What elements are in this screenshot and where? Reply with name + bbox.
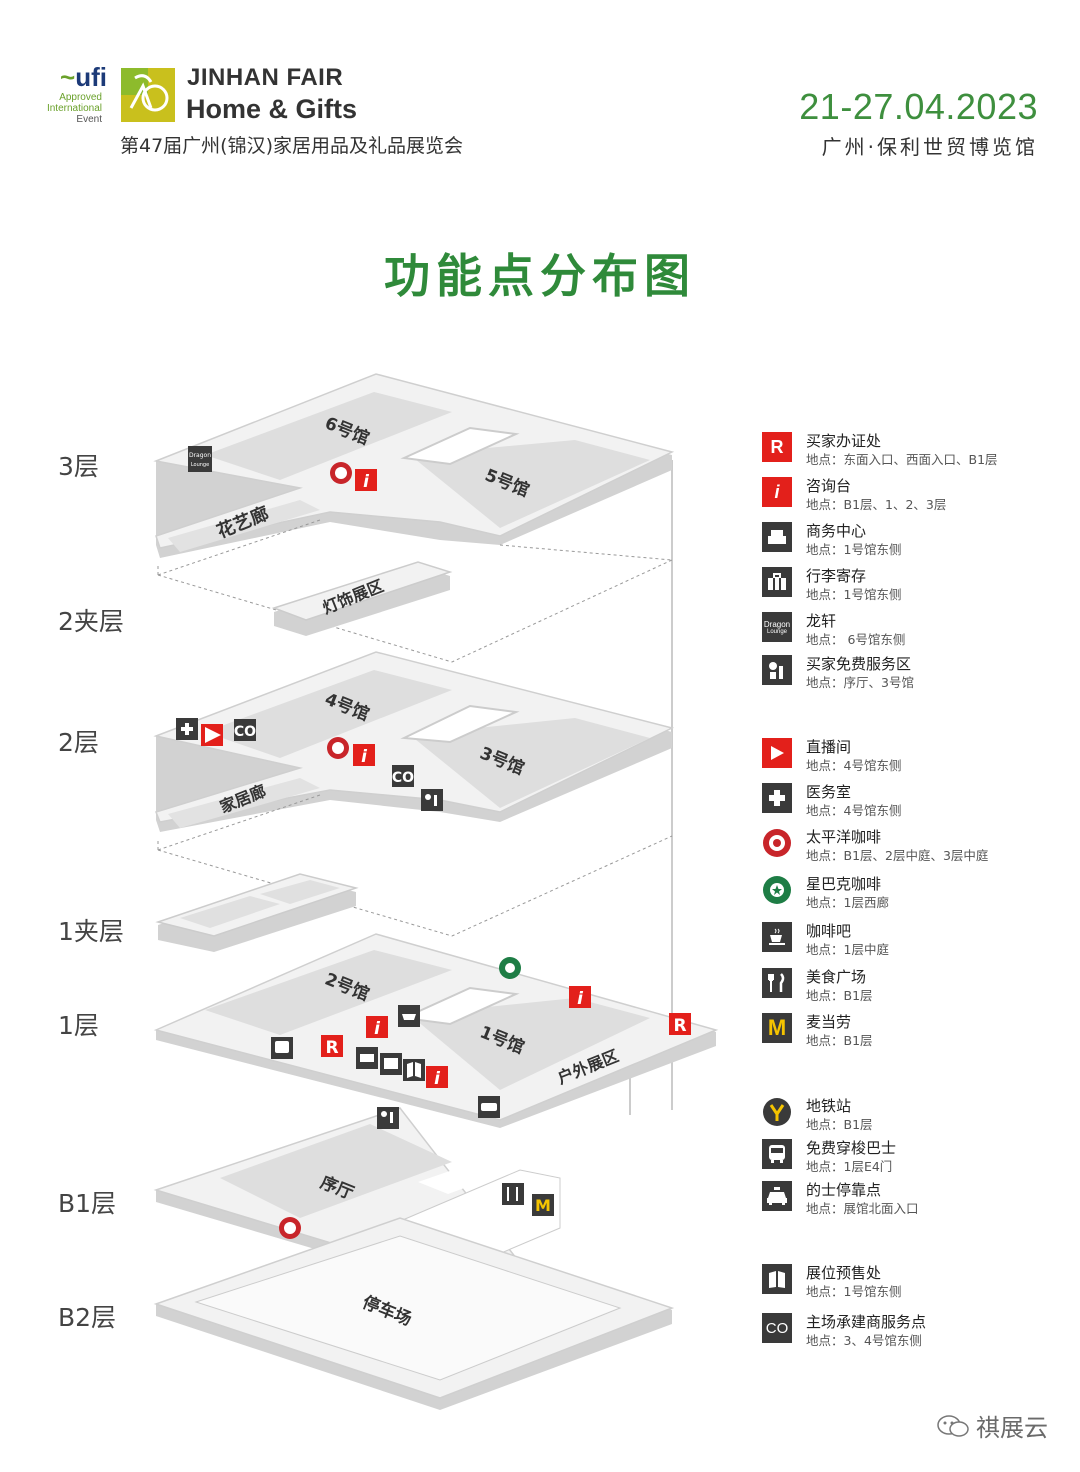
taxi-icon	[762, 1181, 792, 1211]
floor-label-3: 3层	[58, 452, 99, 481]
fair-subtitle: 第47届广州(锦汉)家居用品及礼品展览会	[120, 135, 464, 157]
floor-label-b1: B1层	[58, 1189, 117, 1218]
watermark: 祺展云	[936, 1408, 1048, 1444]
legend-item-live-stream: 直播间 地点：4号馆东侧	[762, 736, 1072, 776]
floor-1: 2号馆 1号馆 户外展区 i R i R i	[153, 933, 719, 1128]
floor-2-mezzanine: 灯饰展区	[271, 561, 453, 636]
dragon-lounge-icon	[188, 446, 212, 472]
info-icon: i	[374, 1019, 381, 1039]
buyer-service-icon	[381, 1111, 387, 1117]
legend-item-mcdonalds: M 麦当劳 地点：B1层	[762, 1011, 1072, 1051]
taxi-icon	[481, 1103, 497, 1111]
floor-label-b2: B2层	[58, 1303, 117, 1332]
pacific-coffee-icon	[762, 828, 792, 858]
contractor-icon: CO	[234, 724, 256, 740]
brand-name: JINHAN FAIR	[187, 64, 344, 91]
svg-text:Dragon: Dragon	[189, 452, 211, 459]
coffee-bar-icon	[762, 922, 792, 952]
legend-item-medical: 医务室 地点：4号馆东侧	[762, 781, 1072, 821]
legend-item-contractor: CO 主场承建商服务点 地点：3、4号馆东侧	[762, 1311, 1072, 1351]
legend-item-shuttle-bus: 免费穿梭巴士 地点：1层E4门	[762, 1137, 1072, 1177]
buyer-service-icon	[762, 655, 792, 685]
legend-item-taxi: 的士停靠点 地点：展馆北面入口	[762, 1179, 1072, 1219]
legend-item-coffee-bar: 咖啡吧 地点：1层中庭	[762, 920, 1072, 960]
food-court-icon	[507, 1187, 518, 1201]
info-icon: i	[361, 747, 368, 767]
floor-label-2: 2层	[58, 728, 99, 757]
business-center-icon	[762, 522, 792, 552]
shuttle-bus-icon	[762, 1139, 792, 1169]
legend-item-booth-presale: 展位预售处 地点：1号馆东侧	[762, 1262, 1072, 1302]
buyer-service-icon	[425, 794, 431, 800]
legend-item-buyer-service: 买家免费服务区 地点：序厅、3号馆	[762, 653, 1072, 693]
mcdonalds-icon: M	[762, 1013, 792, 1043]
registration-icon: R	[673, 1016, 686, 1036]
food-court-icon	[762, 968, 792, 998]
info-icon: i	[762, 477, 792, 507]
mcdonalds-icon: M	[535, 1196, 551, 1215]
luggage-icon	[384, 1058, 398, 1069]
legend-item-food-court: 美食广场 地点：B1层	[762, 966, 1072, 1006]
floor-1-mezzanine	[155, 873, 359, 952]
fair-venue: 广州·保利世贸博览馆	[821, 135, 1038, 159]
jinhan-logo-icon	[121, 68, 175, 122]
legend-item-metro: 地铁站 地点：B1层	[762, 1095, 1072, 1135]
fair-date: 21-27.04.2023	[799, 86, 1038, 127]
svg-text:Lounge: Lounge	[191, 462, 209, 468]
floor-label-2m: 2夹层	[58, 607, 124, 636]
floor-label-1: 1层	[58, 1011, 99, 1040]
registration-icon: R	[762, 432, 792, 462]
brand-tagline: Home & Gifts	[186, 94, 358, 124]
info-icon: i	[577, 989, 584, 1009]
booth-presale-icon	[762, 1264, 792, 1294]
medical-icon	[181, 723, 193, 735]
legend-item-starbucks: 星巴克咖啡 地点：1层西廊	[762, 873, 1072, 913]
starbucks-icon	[762, 875, 792, 905]
floor-3: 6号馆 5号馆 花艺廊 Dragon Lounge i	[153, 373, 675, 558]
business-center-icon	[360, 1054, 374, 1062]
live-stream-icon	[205, 727, 221, 743]
metro-icon	[762, 1097, 792, 1127]
live-stream-icon	[762, 738, 792, 768]
ufi-approved-text: Approved International Event	[46, 92, 102, 125]
ufi-logo: ~ufi	[60, 62, 107, 92]
info-icon: i	[363, 472, 370, 492]
info-icon: i	[434, 1069, 441, 1089]
coffee-bar-icon	[402, 1014, 416, 1020]
legend-item-info: i 咨询台 地点：B1层、1、2、3层	[762, 475, 1072, 515]
floor-label-1m: 1夹层	[58, 917, 124, 946]
map-title: 功能点分布图	[384, 249, 696, 303]
legend-item-pacific-coffee: 太平洋咖啡 地点：B1层、2层中庭、3层中庭	[762, 826, 1072, 866]
wechat-icon	[936, 1414, 970, 1444]
legend-item-business-center: 商务中心 地点：1号馆东侧	[762, 520, 1072, 560]
shuttle-bus-icon	[275, 1041, 289, 1053]
medical-icon	[762, 783, 792, 813]
contractor-icon: CO	[392, 770, 414, 786]
legend-item-luggage: 行李寄存 地点：1号馆东侧	[762, 565, 1072, 605]
luggage-icon	[762, 567, 792, 597]
registration-icon: R	[325, 1038, 338, 1058]
contractor-service-icon: CO	[762, 1313, 792, 1343]
floor-b2: 停车场	[153, 1217, 675, 1410]
isometric-floor-map: 6号馆 5号馆 花艺廊 Dragon Lounge i 灯饰展区 4号馆	[153, 373, 719, 1410]
floor-2: 4号馆 3号馆 家居廊 CO i CO	[153, 651, 675, 832]
legend-item-registration: R 买家办证处 地点：东面入口、西面入口、B1层	[762, 430, 1072, 470]
booth-presale-icon	[407, 1062, 421, 1078]
